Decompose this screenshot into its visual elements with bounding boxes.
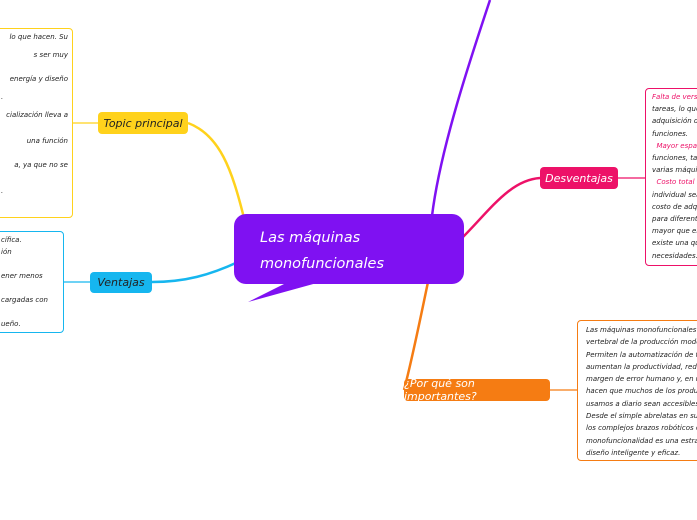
desventajas-note: Falta de versa tareas, lo que adquisició… [645,88,697,266]
central-topic-title: Las máquinas monofuncionales [260,225,440,277]
note-line: hacen que muchos de los product [586,387,697,396]
note-line: energía y diseño [9,75,68,83]
link-ventajas [151,260,239,284]
note-line: Costo total [652,178,695,187]
note-line: cargadas con [1,296,48,304]
note-line: funciones, ta [652,154,697,163]
note-line: cialización lleva a [6,111,68,119]
note-line: Falta de versa [652,93,697,101]
central-title-line-2: monofuncionales [260,256,384,272]
note-line: cífica. [1,236,22,244]
topic-principal-note: lo que hacen. Su s ser muy energía y dis… [0,28,73,218]
note-line: necesidades. [652,251,697,260]
note-line: varias máquin [652,166,697,175]
importantes-node[interactable]: ¿Por qué son importantes? [404,377,550,403]
ventajas-note: cífica. ión ener menos cargadas con ueño… [0,231,64,333]
importantes-note: Las máquinas monofuncionales s vertebral… [577,320,697,461]
note-line: lo que hacen. Su [9,33,68,41]
note-line: Las máquinas monofuncionales s [586,326,697,334]
ventajas-node[interactable]: Ventajas [90,272,152,293]
note-line: tareas, lo que [652,105,697,114]
note-line: . [1,187,4,195]
note-line: ión [1,248,12,256]
central-title-line-1: Las máquinas [260,230,361,246]
link-top-offscreen [430,0,492,217]
note-line: Desde el simple abrelatas en su c [586,412,697,421]
note-line: una función [26,137,68,145]
topic-principal-label: Topic principal [103,116,183,130]
topic-principal-node[interactable]: Topic principal [98,112,188,134]
note-line: aumentan la productividad, reduc [586,362,697,371]
note-line: diseño inteligente y eficaz. [586,448,681,457]
note-line: existe una qu [652,239,697,248]
note-line: Permiten la automatización de ta [586,350,697,359]
note-line: mayor que el [652,227,697,236]
note-line: Mayor espaci [656,141,697,150]
note-line: para diferente [652,215,697,224]
note-line: ueño. [1,320,21,328]
note-line: . [1,93,4,101]
note-line: funciones. [652,129,689,138]
importantes-label: ¿Por qué son importantes? [404,377,477,403]
desventajas-node[interactable]: Desventajas [540,167,618,189]
note-line: usamos a diario sean accesibles e [586,399,697,408]
link-topic [187,121,246,219]
note-line: a, ya que no se [14,161,68,169]
desventajas-label: Desventajas [545,171,613,185]
note-line: individual sea [652,190,697,199]
note-line: monofuncionalidad es una estrat [586,436,697,445]
link-desventajas [461,176,541,239]
note-line: los complejos brazos robóticos en [586,424,697,433]
central-topic-bubble[interactable] [234,214,464,284]
note-line: margen de error humano y, en úl [586,375,697,384]
note-line: s ser muy [33,51,68,59]
ventajas-label: Ventajas [97,276,145,289]
link-importantes [402,281,430,391]
note-line: adquisición de [652,117,697,126]
note-line: vertebral de la producción modern [586,338,697,347]
note-line: costo de adqu [652,202,697,211]
note-line: ener menos [1,272,43,280]
